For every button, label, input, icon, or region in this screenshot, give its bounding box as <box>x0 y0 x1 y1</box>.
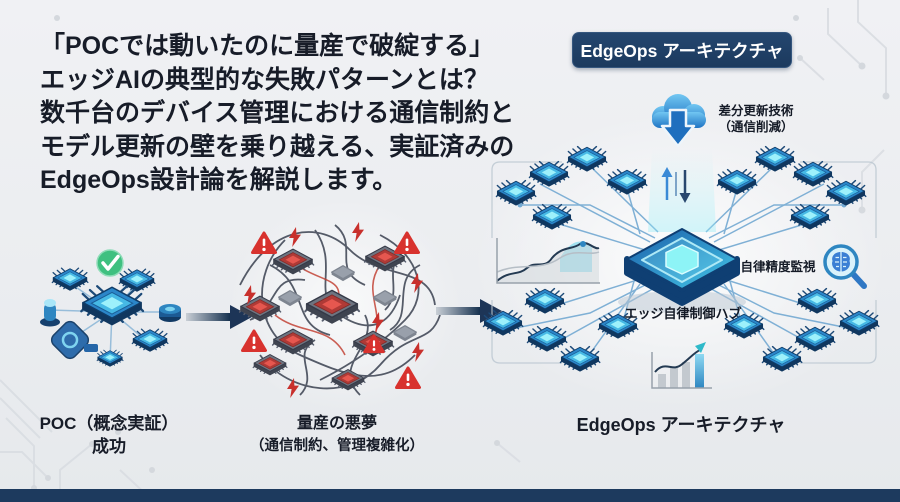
chip-icon <box>794 325 836 352</box>
bottom-accent-bar <box>0 489 900 502</box>
arrow-right-icon <box>186 305 252 329</box>
faulty-chip-icon <box>330 368 366 391</box>
chip-icon <box>606 168 648 195</box>
brain-magnifier-icon <box>823 244 867 289</box>
nightmare-caption: 量産の悪夢 （通信制約、管理複雑化） <box>237 412 437 458</box>
edgeops-caption: EdgeOps アーキテクチャ <box>576 415 786 435</box>
pad-icon <box>331 265 355 282</box>
chip-icon <box>838 309 880 336</box>
faulty-chip-icon <box>238 295 282 322</box>
chip-icon <box>789 203 831 230</box>
headline-line: モデル更新の壁を乗り越える、実証済みの <box>40 132 515 161</box>
accuracy-line-chart-icon <box>496 238 600 284</box>
chip-icon <box>528 160 570 187</box>
edgeops-title-badge: EdgeOps アーキテクチャ <box>572 32 792 68</box>
nightmare-caption-line2: （通信制約、管理複雑化） <box>250 438 424 454</box>
nightmare-caption-line1: 量産の悪夢 <box>296 415 377 432</box>
production-nightmare-illustration <box>238 222 441 398</box>
update-beam <box>648 148 716 232</box>
chip-icon <box>524 287 566 314</box>
chip-icon <box>51 267 89 291</box>
led-device-icon <box>40 299 60 327</box>
module-device-icon <box>50 320 98 360</box>
circuit-trace-nodes <box>31 15 890 491</box>
poc-caption: POC（概念実証） 成功 <box>29 412 189 458</box>
chip-icon <box>761 345 803 372</box>
check-circle-icon <box>96 249 124 277</box>
delta-update-label-line2: （通信削減） <box>718 119 794 134</box>
chip-icon <box>792 160 834 187</box>
chip-icon <box>526 325 568 352</box>
cluster-frame-lines <box>491 161 877 364</box>
chip-icon <box>796 287 838 314</box>
chip-icon <box>495 179 537 206</box>
growth-bar-chart-icon <box>651 342 712 389</box>
chip-icon <box>482 309 524 336</box>
chip-icon <box>96 349 124 367</box>
faulty-chip-icon <box>252 353 288 376</box>
accuracy-monitor-label: 自律精度監視 <box>740 260 816 274</box>
cloud-download-icon <box>652 94 706 148</box>
faulty-chip-icon <box>304 289 361 324</box>
headline-line: EdgeOps設計論を解説します。 <box>40 166 398 194</box>
chip-icon <box>559 345 601 372</box>
pad-icon <box>278 290 302 307</box>
poc-caption-line2: 成功 <box>92 437 126 456</box>
edgeops-architecture-illustration <box>482 94 880 389</box>
chip-icon <box>131 328 169 352</box>
button-device-icon <box>159 304 181 322</box>
headline-line: 数千台のデバイス管理における通信制約と <box>40 99 515 127</box>
faulty-chip-icon <box>271 328 315 355</box>
headline-text: 「POCでは動いたのに量産で破綻する」 エッジAIの典型的な失敗パターンとは？ … <box>40 30 515 198</box>
chip-icon <box>754 145 796 172</box>
chip-icon <box>825 179 867 206</box>
delta-update-label: 差分更新技術 （通信削減） <box>700 104 812 135</box>
main-chip-icon <box>80 285 145 326</box>
poc-caption-line1: POC（概念実証） <box>39 414 179 433</box>
chip-icon <box>566 145 608 172</box>
delta-update-label-line1: 差分更新技術 <box>718 104 794 118</box>
hub-label: エッジ自律制御ハブ <box>624 306 742 321</box>
poc-success-illustration <box>40 249 181 367</box>
headline-line: 「POCでは動いたのに量産で破綻する」 <box>40 32 495 60</box>
hub-icon <box>618 228 746 313</box>
headline-line: エッジAIの典型的な失敗パターンとは？ <box>40 65 489 94</box>
sync-arrows-icon <box>661 167 691 203</box>
chip-icon <box>716 168 758 195</box>
badge-label: EdgeOps アーキテクチャ <box>580 40 784 61</box>
